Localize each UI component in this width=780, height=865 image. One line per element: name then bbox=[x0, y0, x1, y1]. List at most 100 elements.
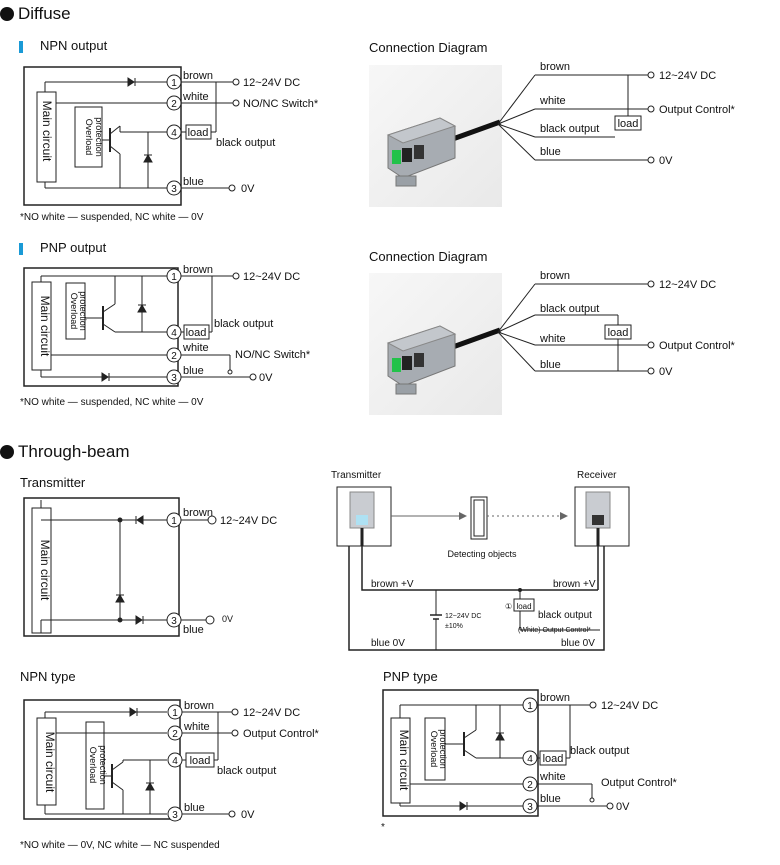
load-label: load bbox=[608, 327, 629, 339]
brown-v-label: brown +V bbox=[371, 579, 414, 590]
pin-4: 4 bbox=[171, 128, 177, 139]
output-control-label: Output Control* bbox=[601, 777, 678, 789]
pnp-output-accent-bar bbox=[19, 243, 23, 255]
load-label: load bbox=[618, 118, 639, 130]
zero-v-label: 0V bbox=[616, 801, 630, 813]
overload-label: Overload bbox=[84, 119, 94, 156]
pin-1: 1 bbox=[172, 708, 178, 719]
protection-label: protection bbox=[438, 729, 448, 769]
main-circuit-label: Main circuit bbox=[38, 540, 52, 601]
connection-diagram-1 bbox=[386, 71, 655, 187]
connection-diagram-2 bbox=[386, 280, 655, 395]
pnp-output-footnote: *NO white — suspended, NC white — 0V bbox=[20, 397, 204, 408]
zero-v-label: 0V bbox=[241, 809, 255, 821]
pnp-type-heading: PNP type bbox=[383, 669, 438, 684]
wire-white-label: white bbox=[182, 91, 209, 103]
transmitter-label: Transmitter bbox=[331, 470, 382, 481]
pnp-type-footnote: * bbox=[381, 822, 385, 833]
wire-brown-label: brown bbox=[540, 270, 570, 282]
pin-4: 4 bbox=[171, 328, 177, 339]
wire-brown-label: brown bbox=[540, 692, 570, 704]
zero-v-label: 0V bbox=[659, 366, 673, 378]
pin-3: 3 bbox=[527, 802, 533, 813]
black-output-label: black output bbox=[216, 137, 275, 149]
switch-label: NO/NC Switch* bbox=[243, 98, 319, 110]
load-label: load bbox=[190, 755, 211, 767]
diagram-labels: Main circuit Overload protection 1 2 4 3… bbox=[38, 61, 736, 821]
blue-0v-label: blue 0V bbox=[561, 638, 595, 649]
wire-brown-label: brown bbox=[183, 507, 213, 519]
main-circuit-label: Main circuit bbox=[397, 730, 411, 791]
black-output-label: black output bbox=[217, 765, 276, 777]
wire-white-label: white bbox=[182, 342, 209, 354]
through-beam-system bbox=[336, 486, 630, 651]
wire-blue-label: blue bbox=[540, 146, 561, 158]
pin-3: 3 bbox=[171, 373, 177, 384]
pin-3: 3 bbox=[171, 184, 177, 195]
black-output-label: black output bbox=[214, 318, 273, 330]
load-label: load bbox=[188, 127, 209, 139]
load-label: load bbox=[186, 327, 207, 339]
supply-label: 12~24V DC bbox=[220, 515, 277, 527]
main-circuit-label: Main circuit bbox=[43, 732, 57, 793]
npn-output-heading: NPN output bbox=[40, 38, 108, 53]
pin-4: 4 bbox=[527, 754, 533, 765]
supply-label: 12~24V DC bbox=[659, 279, 716, 291]
wire-white-label: white bbox=[183, 721, 210, 733]
pin-1: 1 bbox=[171, 516, 177, 527]
output-control-label: Output Control* bbox=[659, 340, 736, 352]
transmitter-schematic bbox=[23, 497, 217, 637]
wire-brown-label: brown bbox=[540, 61, 570, 73]
wire-blue-label: blue bbox=[540, 359, 561, 371]
protection-label: protection bbox=[98, 745, 108, 785]
supply-label: 12~24V DC bbox=[659, 70, 716, 82]
pin-2: 2 bbox=[171, 99, 177, 110]
through-beam-heading: Through-beam bbox=[18, 442, 130, 461]
zero-v-label: 0V bbox=[222, 614, 233, 624]
main-circuit-label: Main circuit bbox=[38, 296, 52, 357]
black-output-label: black output bbox=[540, 303, 599, 315]
detecting-objects-label: Detecting objects bbox=[447, 549, 517, 559]
overload-label: Overload bbox=[429, 731, 439, 768]
wire-white-label: white bbox=[539, 333, 566, 345]
supply-label: 12~24V DC bbox=[243, 707, 300, 719]
protection-label: protection bbox=[94, 117, 104, 157]
black-output-label: black output bbox=[540, 123, 599, 135]
wire-brown-label: brown bbox=[184, 700, 214, 712]
main-circuit-label: Main circuit bbox=[40, 101, 54, 162]
wire-blue-label: blue bbox=[540, 793, 561, 805]
pin-2: 2 bbox=[527, 780, 533, 791]
wire-white-label: white bbox=[539, 95, 566, 107]
switch-label: NO/NC Switch* bbox=[235, 349, 311, 361]
pin-2: 2 bbox=[171, 351, 177, 362]
receiver-label: Receiver bbox=[577, 470, 617, 481]
diffuse-heading: Diffuse bbox=[18, 4, 71, 23]
npn-type-schematic bbox=[23, 699, 239, 822]
tolerance-label: ±10% bbox=[445, 623, 463, 630]
pnp-type-schematic bbox=[382, 689, 614, 817]
wire-blue-label: blue bbox=[184, 802, 205, 814]
npn-output-footnote: *NO white — suspended, NC white — 0V bbox=[20, 212, 204, 223]
blue-0v-label: blue 0V bbox=[371, 638, 405, 649]
zero-v-label: 0V bbox=[241, 183, 255, 195]
wire-white-label: white bbox=[539, 771, 566, 783]
supply-label: 12~24V DC bbox=[243, 77, 300, 89]
npn-output-accent-bar bbox=[19, 41, 23, 53]
overload-label: Overload bbox=[69, 293, 79, 330]
pin-2: 2 bbox=[172, 729, 178, 740]
black-output-label: black output bbox=[538, 610, 592, 621]
npn-output-schematic bbox=[23, 66, 240, 206]
output-control-label: Output Control* bbox=[659, 104, 736, 116]
npn-type-heading: NPN type bbox=[20, 669, 76, 684]
pin-3: 3 bbox=[172, 810, 178, 821]
overload-label: Overload bbox=[88, 747, 98, 784]
section-bullet-icon bbox=[0, 445, 14, 459]
protection-label: protection bbox=[78, 291, 88, 331]
connection-diagram-heading-2: Connection Diagram bbox=[369, 249, 488, 264]
black-output-label: black output bbox=[570, 745, 629, 757]
zero-v-label: 0V bbox=[259, 372, 273, 384]
wire-blue-label: blue bbox=[183, 624, 204, 636]
brown-v-label: brown +V bbox=[553, 579, 596, 590]
load-label: load bbox=[516, 602, 531, 611]
transmitter-heading: Transmitter bbox=[20, 475, 86, 490]
